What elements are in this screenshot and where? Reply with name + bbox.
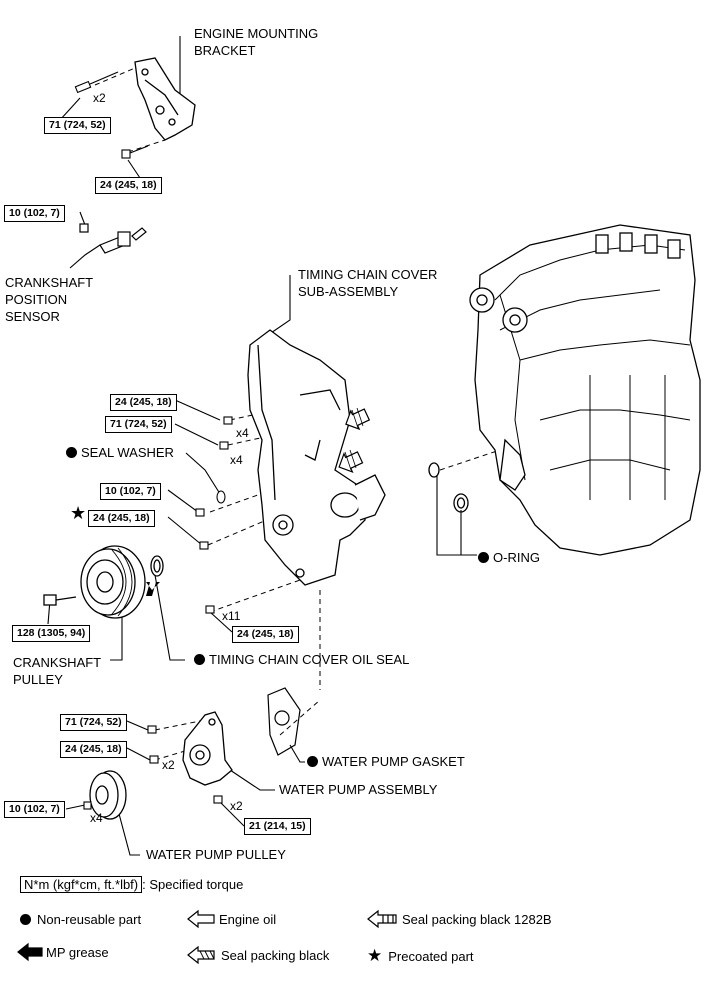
torque-box: 24 (245, 18) — [60, 741, 127, 758]
non-reusable-icon — [478, 552, 489, 563]
quantity-label: x4 — [90, 811, 103, 825]
torque-box: 71 (724, 52) — [44, 117, 111, 134]
torque-box: 24 (245, 18) — [110, 394, 177, 411]
label-timing-chain-cover: TIMING CHAIN COVER SUB-ASSEMBLY — [298, 267, 438, 299]
torque-box: 21 (214, 15) — [244, 818, 311, 835]
quantity-label: x4 — [236, 426, 249, 440]
legend-precoated: ★Precoated part — [367, 946, 474, 965]
label-seal-washer: SEAL WASHER — [66, 444, 174, 461]
legend-engine-oil: Engine oil — [219, 912, 277, 927]
leader-oil-seal — [154, 574, 185, 661]
legend-torque-box: N*m (kgf*cm, ft.*lbf) — [20, 876, 143, 893]
water-pump-pulley — [89, 770, 127, 820]
star-icon: ★ — [367, 946, 383, 965]
o-ring-parts — [428, 462, 469, 513]
torque-box: 128 (1305, 94) — [12, 625, 91, 642]
quantity-label: x4 — [230, 453, 243, 467]
water-pump-assembly — [182, 711, 233, 786]
label-timing-chain-cover-oil-seal: TIMING CHAIN COVER OIL SEAL — [194, 651, 409, 668]
label-water-pump-pulley: WATER PUMP PULLEY — [146, 847, 286, 862]
leader-water-pump-pulley — [117, 809, 140, 856]
label-crankshaft-position-sensor: CRANKSHAFT POSITION SENSOR — [5, 275, 94, 324]
seal-packing-black-icon — [187, 945, 215, 965]
label-crankshaft-pulley: CRANKSHAFT PULLEY — [13, 655, 102, 687]
torque-box: 10 (102, 7) — [100, 483, 161, 500]
seal-packing-arrow — [338, 407, 371, 473]
crankshaft-pulley — [43, 545, 146, 619]
non-reusable-icon — [194, 654, 205, 665]
precoated-star-icon: ★ — [70, 503, 87, 523]
quantity-label: x11 — [222, 609, 241, 623]
label-o-ring: O-RING — [478, 549, 540, 566]
legend-seal-packing-1282b: Seal packing black 1282B — [402, 912, 552, 927]
label-engine-mounting-bracket: ENGINE MOUNTING BRACKET — [194, 26, 319, 58]
leader-seal-washer — [185, 452, 223, 498]
timing-chain-cover — [247, 329, 386, 586]
torque-box: 24 (245, 18) — [232, 626, 299, 643]
leader-o-ring — [436, 476, 477, 556]
water-pump-bolts — [83, 725, 223, 810]
non-reusable-icon — [307, 756, 318, 767]
legend-mp-grease: MP grease — [46, 945, 109, 960]
mp-grease-arrow — [146, 582, 160, 596]
non-reusable-icon — [20, 914, 31, 925]
leader-crankshaft-pulley — [110, 610, 123, 661]
engine-block — [469, 224, 701, 556]
legend-icons — [17, 909, 397, 965]
mp-grease-icon — [17, 942, 43, 962]
seal-packing-1282b-icon — [367, 909, 397, 929]
legend-seal-packing-black: Seal packing black — [221, 948, 330, 963]
leader-water-pump-gasket — [289, 744, 305, 763]
leader-timing-chain-cover — [267, 275, 291, 336]
legend-torque-text: : Specified torque — [142, 877, 244, 892]
oil-seal — [150, 555, 164, 577]
engine-mounting-bracket — [134, 57, 196, 141]
cover-bolts — [195, 416, 233, 614]
torque-box: 10 (102, 7) — [4, 801, 65, 818]
quantity-label: x2 — [162, 758, 175, 772]
quantity-label: x2 — [93, 91, 106, 105]
leader-crankshaft-sensor — [69, 244, 101, 269]
label-water-pump-gasket: WATER PUMP GASKET — [307, 753, 465, 770]
quantity-label: x2 — [230, 799, 243, 813]
non-reusable-icon — [66, 447, 77, 458]
torque-box: 24 (245, 18) — [88, 510, 155, 527]
torque-box: 10 (102, 7) — [4, 205, 65, 222]
label-water-pump-assembly: WATER PUMP ASSEMBLY — [279, 782, 438, 797]
torque-box: 71 (724, 52) — [60, 714, 127, 731]
legend-torque: N*m (kgf*cm, ft.*lbf): Specified torque — [20, 876, 244, 893]
crankshaft-position-sensor — [79, 223, 147, 254]
legend-non-reusable: Non-reusable part — [20, 912, 141, 927]
torque-box: 24 (245, 18) — [95, 177, 162, 194]
engine-oil-icon — [187, 909, 215, 929]
torque-box: 71 (724, 52) — [105, 416, 172, 433]
leader-water-pump-assembly — [229, 769, 275, 791]
water-pump-gasket — [267, 687, 301, 756]
bolts-bracket — [74, 71, 149, 159]
